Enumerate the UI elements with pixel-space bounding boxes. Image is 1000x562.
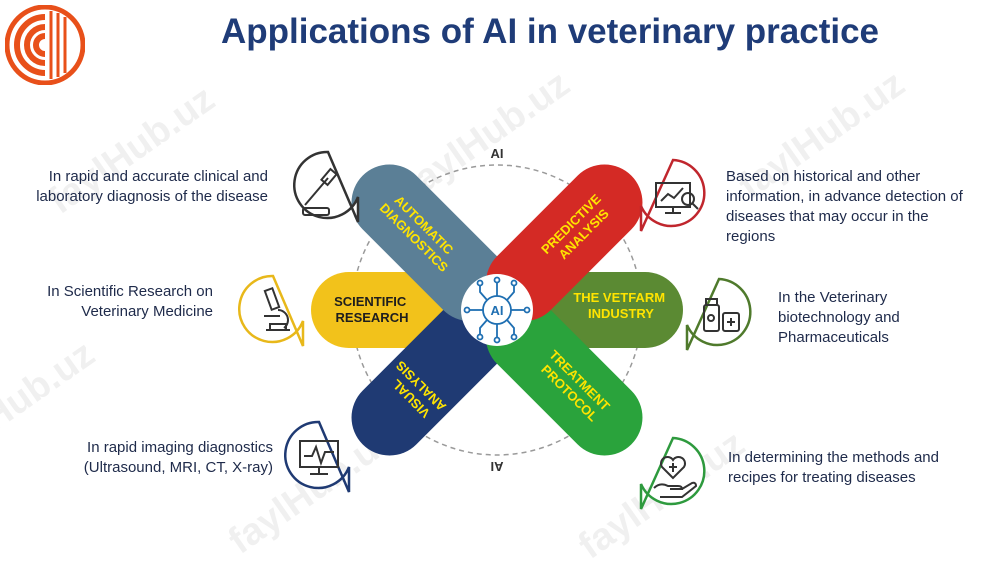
analytics-monitor-icon-badge bbox=[639, 158, 706, 232]
desc-visual-analysis: In rapid imaging diagnostics (Ultrasound… bbox=[5, 438, 273, 478]
desc-line: (Ultrasound, MRI, CT, X-ray) bbox=[83, 459, 273, 476]
desc-line: Pharmaceuticals bbox=[778, 329, 889, 346]
desc-line: information, in advance detection of bbox=[726, 188, 963, 205]
heart-in-hand-icon-badge bbox=[639, 436, 706, 510]
pipette-icon-badge bbox=[293, 150, 360, 223]
band-predictive-analysis: PREDICTIVE ANALYSIS bbox=[485, 164, 643, 322]
desc-line: biotechnology and bbox=[778, 309, 900, 326]
desc-line: In determining the methods and bbox=[728, 449, 939, 466]
medicine-bottles-icon-badge bbox=[685, 277, 752, 351]
logo-icon bbox=[5, 5, 85, 85]
band-automatic-diagnostics: AUTOMATIC DIAGNOSTICS bbox=[351, 164, 509, 322]
desc-predictive-analysis: Based on historical and other informatio… bbox=[726, 167, 998, 247]
band-label-scientific-research: SCIENTIFIC RESEARCH bbox=[334, 294, 410, 325]
medicine-bottles-icon bbox=[703, 298, 740, 332]
analytics-monitor-icon bbox=[655, 182, 699, 214]
ring-label-top: AI bbox=[491, 146, 504, 161]
band-line: SCIENTIFIC bbox=[334, 294, 407, 309]
desc-line: recipes for treating diseases bbox=[728, 469, 916, 486]
microscope-icon-badge bbox=[238, 274, 305, 347]
pipette-icon bbox=[302, 167, 338, 216]
imaging-monitor-icon-badge bbox=[284, 420, 351, 493]
desc-automatic-diagnostics: In rapid and accurate clinical and labor… bbox=[5, 167, 268, 207]
desc-line: In the Veterinary bbox=[778, 289, 888, 306]
ai-hub: AI bbox=[461, 274, 533, 346]
band-line: RESEARCH bbox=[336, 310, 409, 325]
microscope-icon bbox=[263, 286, 290, 331]
ai-chip-icon bbox=[463, 276, 531, 344]
heart-in-hand-icon bbox=[653, 455, 698, 498]
desc-line: Based on historical and other bbox=[726, 168, 921, 185]
imaging-monitor-icon bbox=[299, 440, 339, 475]
band-visual-analysis: VISUAL ANALYSIS bbox=[351, 298, 509, 456]
desc-treatment-protocol: In determining the methods and recipes f… bbox=[728, 448, 990, 488]
desc-line: laboratory diagnosis of the disease bbox=[36, 188, 268, 205]
desc-line: In Scientific Research on bbox=[47, 283, 213, 300]
desc-scientific-research: In Scientific Research on Veterinary Med… bbox=[5, 282, 213, 322]
desc-vetfarm-industry: In the Veterinary biotechnology and Phar… bbox=[778, 288, 988, 348]
desc-line: In rapid and accurate clinical and bbox=[48, 168, 268, 185]
ring-label-bottom: AI bbox=[491, 459, 504, 474]
page-title: Applications of AI in veterinary practic… bbox=[220, 12, 880, 51]
hub-label: AI bbox=[491, 303, 504, 318]
desc-line: In rapid imaging diagnostics bbox=[87, 439, 273, 456]
desc-line: diseases that may occur in the bbox=[726, 208, 929, 225]
band-line: THE VETFARM bbox=[573, 290, 665, 305]
band-line: INDUSTRY bbox=[588, 306, 654, 321]
desc-line: regions bbox=[726, 228, 776, 245]
band-label-the-vetfarm-industry: THE VETFARM INDUSTRY bbox=[573, 290, 668, 321]
desc-line: Veterinary Medicine bbox=[81, 303, 213, 320]
